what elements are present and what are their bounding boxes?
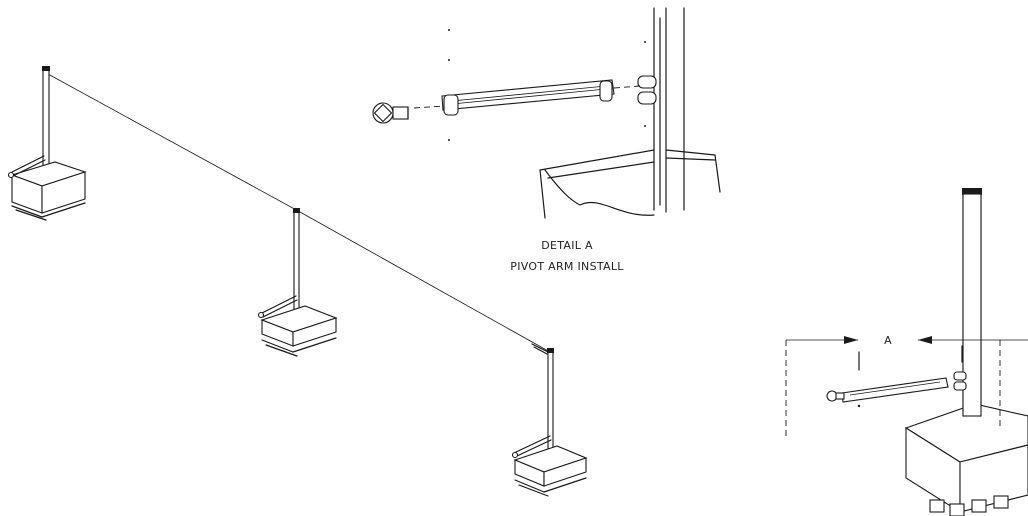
detail-subtitle: PIVOT ARM INSTALL	[510, 260, 624, 273]
stanchion-post-2	[257, 208, 338, 357]
dimension-label: A	[884, 334, 892, 347]
dimension-view-drawing	[785, 188, 1028, 516]
detail-title: DETAIL A	[541, 239, 593, 252]
stanchion-post-3	[511, 343, 588, 497]
horizontal-lifeline-cable	[47, 73, 551, 353]
detail-a-drawing	[372, 7, 721, 219]
stanchion-post-1	[7, 66, 87, 221]
